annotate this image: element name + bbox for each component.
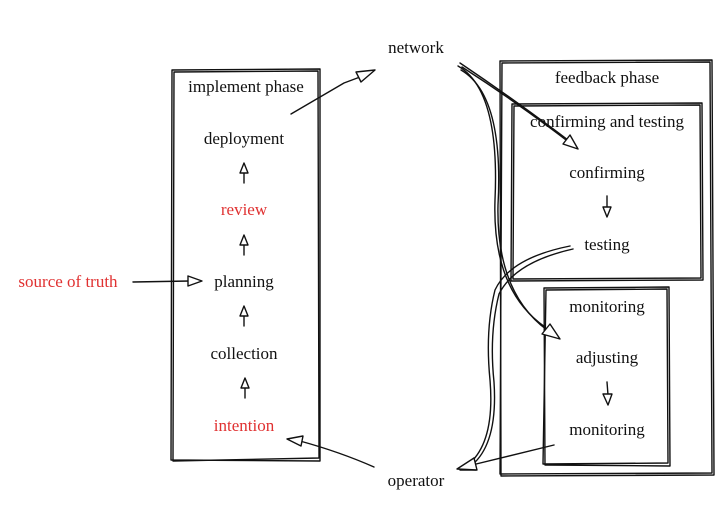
arrow-operator-to-intention [286,435,375,468]
label-source-of-truth: source of truth [18,272,118,291]
feedback-phase-box [499,59,715,477]
label-planning: planning [214,272,274,291]
label-adjusting: adjusting [576,348,639,367]
arrow-network-to-confirming [459,62,579,150]
arrow-source-to-planning [132,275,203,287]
monitoring-box [542,286,671,467]
label-testing: testing [584,235,630,254]
arrow-deployment-to-network [290,69,376,115]
label-monitoring: monitoring [569,420,645,439]
arrow-review-to-deployment [239,162,249,184]
label-operator: operator [388,471,445,490]
arrow-monitoring-to-operator [456,444,555,471]
label-feedback-phase: feedback phase [555,68,659,87]
label-confirming: confirming [569,163,645,182]
label-collection: collection [210,344,278,363]
label-monitoring-title: monitoring [569,297,645,316]
arrow-network-to-adjusting [457,65,561,340]
arrow-intention-to-collection [240,377,250,399]
label-intention: intention [214,416,275,435]
label-deployment: deployment [204,129,285,148]
arrow-confirming-to-testing [602,195,612,218]
arrow-planning-to-review [239,234,249,256]
label-implement-phase: implement phase [188,77,304,96]
implement-phase-box [170,68,321,462]
label-confirming-and-testing: confirming and testing [530,112,684,131]
arrow-adjusting-to-monitoring [602,381,613,406]
confirming-testing-box [510,102,704,282]
arrow-collection-to-planning [239,305,249,327]
label-network: network [388,38,444,57]
label-review: review [221,200,268,219]
